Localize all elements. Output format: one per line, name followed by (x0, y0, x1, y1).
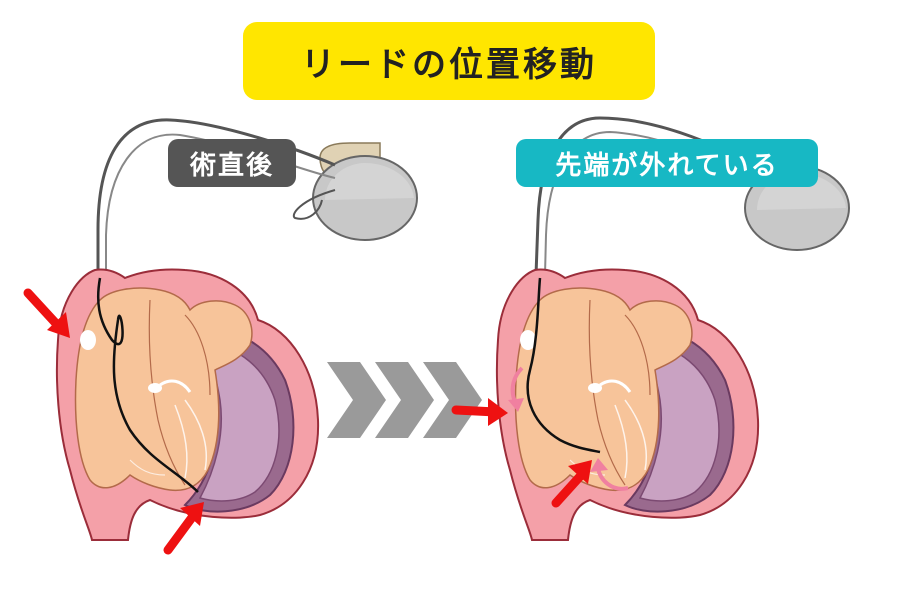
gray-chevron-icon (423, 362, 482, 438)
label-before: 術直後 (168, 139, 296, 187)
heart-after (495, 267, 760, 542)
title-text: リードの位置移動 (301, 44, 597, 85)
pink-curved-arrow-icon (590, 458, 629, 491)
gray-chevron-icon (327, 362, 386, 438)
red-arrow-icon (23, 288, 70, 338)
lead-tip-before (96, 277, 199, 493)
pink-curved-arrow-icon (508, 366, 524, 412)
title-banner: リードの位置移動 (243, 22, 655, 100)
red-arrow-icon (551, 460, 592, 508)
heart-before (55, 267, 320, 542)
red-arrow-icon (163, 502, 204, 555)
lead-tip-after (526, 277, 601, 454)
label-after-text: 先端が外れている (555, 150, 779, 181)
gray-chevron-icon (375, 362, 434, 438)
label-after: 先端が外れている (516, 139, 818, 187)
label-before-text: 術直後 (189, 150, 274, 181)
red-arrow-icon (451, 398, 508, 426)
